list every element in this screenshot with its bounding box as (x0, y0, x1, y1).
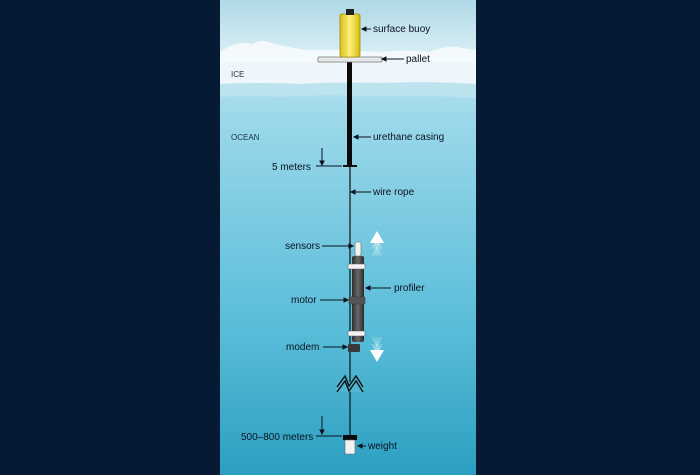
clamp-top (347, 263, 366, 270)
label-depth-range: 500–800 meters (241, 432, 313, 443)
label-pallet: pallet (406, 54, 430, 65)
label-ice: ICE (231, 70, 244, 79)
motor-block (348, 296, 366, 305)
labels: surface buoy pallet ICE OCEAN urethane c… (231, 24, 444, 452)
profiler (347, 241, 366, 352)
label-modem: modem (286, 342, 319, 353)
label-sensors: sensors (285, 241, 320, 252)
upward-arrow-icon (370, 231, 384, 256)
label-5-meters: 5 meters (272, 162, 311, 173)
label-ocean: OCEAN (231, 133, 260, 142)
leader-lines (316, 26, 404, 449)
sensor-tip (354, 241, 362, 257)
modem (348, 344, 360, 352)
label-surface-buoy: surface buoy (373, 24, 430, 35)
label-profiler: profiler (394, 283, 425, 294)
label-urethane-casing: urethane casing (373, 132, 444, 143)
break-symbol (336, 374, 364, 393)
label-weight: weight (367, 441, 397, 452)
label-motor: motor (291, 295, 317, 306)
downward-arrow-icon (370, 337, 384, 362)
urethane-casing (347, 60, 352, 166)
clamp-bottom (347, 330, 366, 337)
weight (343, 435, 357, 455)
label-wire-rope: wire rope (372, 187, 415, 198)
surface-buoy (339, 9, 361, 58)
pallet (317, 56, 383, 63)
